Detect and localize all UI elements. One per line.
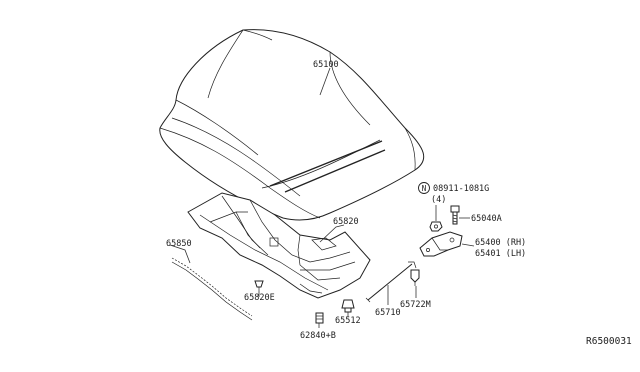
- nut-symbol-letter: N: [422, 184, 427, 193]
- grommet[interactable]: [315, 312, 324, 324]
- label-hinge-bolt: 65040A: [471, 214, 502, 224]
- label-hood-rod: 65710: [375, 308, 401, 318]
- hood-hinge[interactable]: [419, 231, 463, 257]
- label-grommet: 62840+B: [300, 331, 336, 341]
- label-hinge-lh: 65401 (LH): [475, 249, 526, 259]
- hood-seal[interactable]: [171, 257, 253, 321]
- insulator-clip[interactable]: [254, 280, 264, 291]
- hinge-nut[interactable]: [429, 221, 443, 232]
- label-hood-insulator: 65820: [333, 217, 359, 227]
- label-nut-part: 08911-1081G: [433, 184, 489, 194]
- label-hinge-rh: 65400 (RH): [475, 238, 526, 248]
- reference-code: R6500031: [586, 336, 632, 347]
- hood-bumper[interactable]: [341, 299, 355, 313]
- rod-clip[interactable]: [410, 269, 420, 286]
- label-nut-qty: (4): [431, 195, 446, 205]
- hood-panel[interactable]: [159, 29, 425, 221]
- label-insulator-clip: 65820E: [244, 293, 275, 303]
- label-rod-clip: 65722M: [400, 300, 431, 310]
- hood-rod[interactable]: [365, 261, 417, 303]
- label-hood-bumper: 65512: [335, 316, 361, 326]
- leader-lines: [169, 67, 475, 328]
- nut-symbol: N: [418, 182, 430, 194]
- hood-insulator[interactable]: [187, 192, 371, 299]
- label-hood-seal: 65850: [166, 239, 192, 249]
- hinge-bolt[interactable]: [450, 205, 460, 225]
- label-hood-panel: 65100: [313, 60, 339, 70]
